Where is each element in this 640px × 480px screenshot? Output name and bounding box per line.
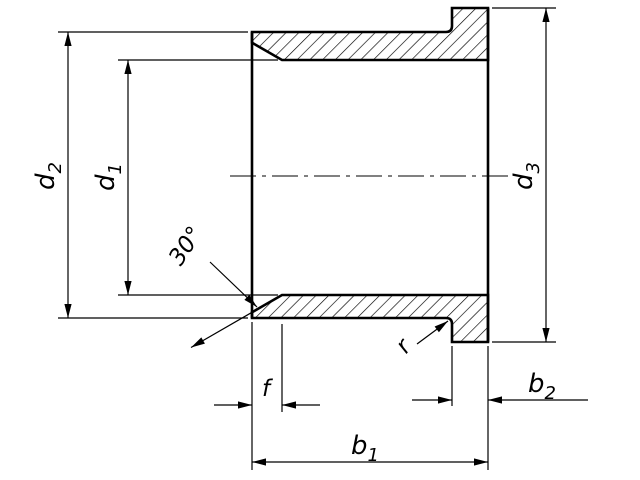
label-f: f xyxy=(262,376,273,402)
dimension-d1: d1 xyxy=(91,59,278,296)
dimension-b1: b1 xyxy=(251,322,489,470)
dimension-f: f xyxy=(214,324,320,412)
chamfer-angle-leader-arrow xyxy=(209,261,258,308)
label-d1: d1 xyxy=(91,163,126,191)
radius-leader-arrow xyxy=(416,320,449,345)
dimension-d2: d2 xyxy=(31,31,248,319)
label-b2: b2 xyxy=(528,369,556,404)
label-radius: r xyxy=(391,333,418,358)
upper-wall-section xyxy=(250,6,490,62)
lower-wall-section xyxy=(250,293,490,344)
label-d2: d2 xyxy=(31,162,66,190)
label-b1: b1 xyxy=(351,431,379,466)
chamfer-angle-callout: 30° xyxy=(164,222,258,349)
fillet-radius-callout: r xyxy=(391,320,449,358)
chamfer-construction-line xyxy=(190,311,253,349)
dimension-d3: d3 xyxy=(492,7,556,343)
label-d3: d3 xyxy=(509,162,544,190)
dimension-b2: b2 xyxy=(412,346,588,406)
label-chamfer-angle: 30° xyxy=(164,222,208,270)
